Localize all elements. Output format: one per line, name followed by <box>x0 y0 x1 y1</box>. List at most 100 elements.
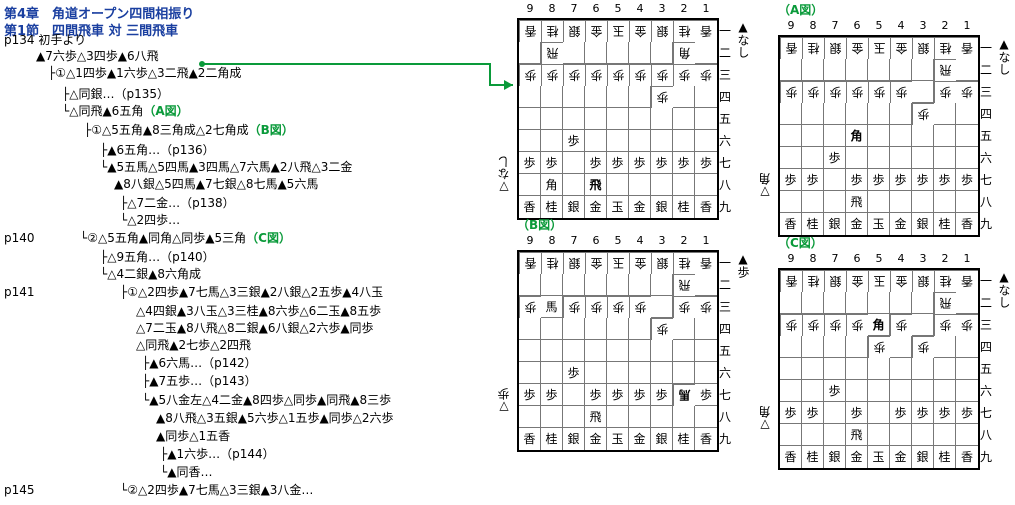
board-square <box>519 86 541 108</box>
board-piece: 桂 <box>673 252 695 274</box>
board-piece: 歩 <box>585 64 607 86</box>
board-piece: 玉 <box>607 428 629 450</box>
board-square <box>651 406 673 428</box>
move-text: p140 <box>4 231 35 245</box>
board-square <box>824 336 846 358</box>
tree-line: p141 <box>4 284 35 300</box>
move-text: └▲5八金左△4二金▲8四歩△同歩▲同飛▲8三歩 <box>142 393 392 407</box>
board-piece: 桂 <box>673 20 695 42</box>
board-piece: 歩 <box>934 81 956 103</box>
figure-ref: （A図） <box>143 104 189 118</box>
board-piece: 歩 <box>868 81 890 103</box>
board-piece: 歩 <box>563 296 585 318</box>
board-piece: 歩 <box>607 64 629 86</box>
tree-line: p145 <box>4 482 35 498</box>
board-piece: 香 <box>519 252 541 274</box>
board-square <box>868 402 890 424</box>
board-piece: 香 <box>780 446 802 468</box>
move-text: p141 <box>4 285 35 299</box>
board-square <box>695 130 717 152</box>
board-piece: 桂 <box>802 213 824 235</box>
board-square <box>673 340 695 362</box>
board-square <box>563 384 585 406</box>
column-number: 9 <box>526 234 534 247</box>
gote-hand: ▽なし <box>497 156 511 194</box>
tree-line: ├△同銀…（p135） <box>62 86 169 102</box>
board-piece: 歩 <box>802 169 824 191</box>
board-square <box>695 108 717 130</box>
tree-line: └△同飛▲6五角（A図） <box>62 103 189 119</box>
board-square <box>934 336 956 358</box>
board-square <box>629 42 651 64</box>
row-numbers: 一二三四五六七八九 <box>719 252 731 450</box>
column-number: 2 <box>680 2 688 15</box>
board-square <box>824 292 846 314</box>
tree-line: ├①△2四歩▲7七馬△3三銀▲2八銀△2五歩▲4八玉 <box>120 284 383 300</box>
board-square <box>846 292 868 314</box>
board-square <box>824 125 846 147</box>
column-number: 5 <box>875 252 883 265</box>
board-piece: 歩 <box>519 64 541 86</box>
board-piece: 歩 <box>890 402 912 424</box>
sente-hand: ▲なし <box>736 20 750 58</box>
column-number: 7 <box>570 2 578 15</box>
board-square <box>868 125 890 147</box>
board-piece: 歩 <box>956 314 978 336</box>
row-number: 四 <box>980 107 993 121</box>
board-square <box>934 191 956 213</box>
column-number: 4 <box>636 234 644 247</box>
tree-line: └②△2四歩▲7七馬△3三銀▲3八金… <box>120 482 313 498</box>
row-number: 五 <box>719 112 732 126</box>
board-piece: 桂 <box>934 270 956 292</box>
board-piece: 角 <box>868 314 890 336</box>
board-piece: 歩 <box>563 130 585 152</box>
board-piece: 銀 <box>912 213 934 235</box>
board-square <box>673 86 695 108</box>
board-piece: 桂 <box>541 196 563 218</box>
board-square <box>890 292 912 314</box>
board-square <box>802 59 824 81</box>
board-piece: 銀 <box>912 270 934 292</box>
column-number: 7 <box>831 252 839 265</box>
board-square <box>673 108 695 130</box>
board-piece: 玉 <box>868 446 890 468</box>
board-square <box>629 362 651 384</box>
board-piece: 歩 <box>563 64 585 86</box>
board-piece: 歩 <box>629 384 651 406</box>
move-text: ├①△5五角▲8三角成△2七角成 <box>84 123 249 137</box>
board-square <box>780 147 802 169</box>
board-square <box>780 424 802 446</box>
tree-line: ├△9五角…（p140） <box>100 249 215 265</box>
board-square <box>912 314 934 336</box>
board-square <box>934 125 956 147</box>
board-square <box>651 42 673 64</box>
column-number: 3 <box>919 252 927 265</box>
board-square <box>563 86 585 108</box>
board-piece: 歩 <box>673 152 695 174</box>
board-piece: 銀 <box>824 37 846 59</box>
move-text: △4四銀▲3八玉△3三桂▲8六歩△6二玉▲8五歩 <box>136 304 382 318</box>
board-piece: 馬 <box>541 296 563 318</box>
board-piece: 銀 <box>563 252 585 274</box>
board-piece: 金 <box>846 213 868 235</box>
tree-line: └△4二銀▲8六角成 <box>100 266 201 282</box>
board-piece: 飛 <box>541 42 563 64</box>
board-piece: 歩 <box>695 296 717 318</box>
tree-line: ├▲6五角…（p136） <box>100 142 215 158</box>
board-piece: 金 <box>629 196 651 218</box>
board-square <box>541 274 563 296</box>
board-piece: 玉 <box>607 252 629 274</box>
board-piece: 金 <box>890 37 912 59</box>
board-square <box>802 358 824 380</box>
move-text: △同飛▲2七歩△2四飛 <box>136 338 251 352</box>
move-text: ├△同銀…（p135） <box>62 87 169 101</box>
row-number: 五 <box>980 362 993 376</box>
column-number: 8 <box>548 2 556 15</box>
board-square <box>780 191 802 213</box>
board-piece: 歩 <box>912 103 934 125</box>
board-square <box>824 191 846 213</box>
board-piece: 金 <box>846 37 868 59</box>
board-square <box>824 358 846 380</box>
